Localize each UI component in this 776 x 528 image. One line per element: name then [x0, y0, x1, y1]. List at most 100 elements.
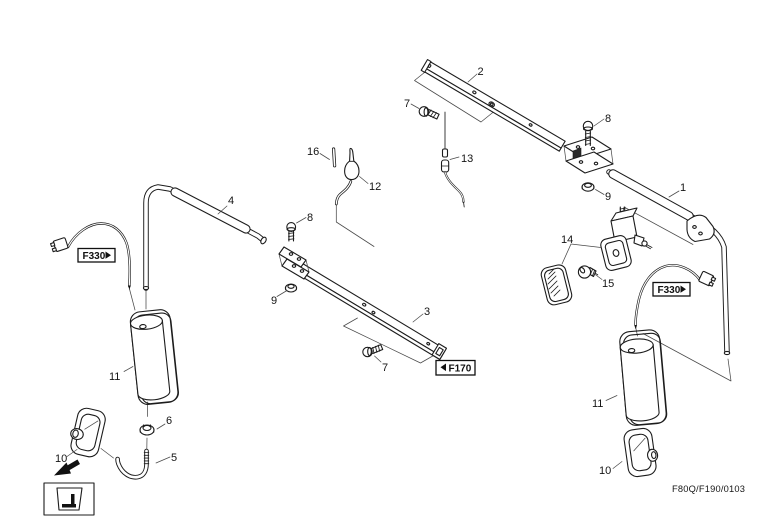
- callout-7-top: 7: [404, 98, 410, 110]
- nut6-top: [142, 424, 152, 432]
- nut9b-top: [287, 283, 295, 289]
- bracket2-hole-3: [578, 160, 584, 164]
- f330-left-label: F330: [83, 251, 106, 262]
- right-connector-tab-1: [710, 276, 717, 282]
- part-12-wire-grommet: [334, 147, 360, 206]
- left-wire-connector: [50, 237, 69, 253]
- rail2-end-cap: [420, 59, 432, 73]
- seat-location-icon: [56, 487, 83, 511]
- right-wire-connector: [698, 270, 717, 287]
- part-4-handle-tube: [142, 184, 267, 291]
- holder-hole: [612, 249, 620, 257]
- drawing-code: F80Q/F190/0103: [672, 484, 745, 494]
- tube4-outline: [143, 184, 266, 291]
- bracket3-hole-1: [288, 252, 294, 256]
- tube4-core: [144, 185, 265, 290]
- tube4-open-end: [260, 236, 267, 245]
- rail3-hole-2: [371, 310, 376, 315]
- nut-9-mid: [284, 283, 298, 293]
- seat-back: [71, 494, 75, 505]
- rail2-end-bracket: [563, 136, 614, 174]
- lens-outer: [540, 264, 573, 306]
- screw7b-head-rim: [367, 346, 372, 357]
- holder-outer: [600, 235, 632, 271]
- part-15-bulb: [577, 265, 599, 279]
- callout-9-top: 9: [605, 191, 611, 203]
- callout-10-left: 10: [55, 453, 67, 465]
- nut9a-sides: [581, 186, 595, 190]
- lens-hatching: [547, 268, 561, 297]
- callout-7-mid: 7: [382, 362, 388, 374]
- screw8a-head-rim: [582, 126, 594, 131]
- tube1-bracket-hole-2: [698, 231, 703, 236]
- triangle-left-icon: [440, 363, 446, 372]
- rail2-hole-2-inner: [489, 102, 494, 106]
- bracket2-lower-plate: [565, 151, 614, 174]
- left-bezel-face-line: [84, 420, 99, 430]
- housing-side-screw-tail: [645, 244, 653, 250]
- callout-14: 14: [561, 234, 573, 246]
- rail3-end-hole: [435, 346, 444, 357]
- part-10-bezel-left: [70, 407, 106, 458]
- left-cyl-body: [129, 319, 171, 401]
- bracket3-hole-2: [296, 257, 302, 261]
- leader-lines: [66, 73, 680, 469]
- left-cyl-hole: [139, 324, 147, 330]
- phantom-plane-upper: [414, 67, 497, 123]
- part-14-lens: [540, 264, 573, 306]
- bulb-highlight: [579, 266, 586, 274]
- f330-right-label: F330: [658, 285, 681, 296]
- cable13-wire: [443, 170, 465, 204]
- right-bezel-face-line: [633, 437, 646, 452]
- part-14-lamp-assembly: [540, 206, 653, 306]
- screw-7-top: [418, 106, 440, 120]
- rail3-hole-1: [362, 302, 367, 307]
- wire-right-arrow-tip: [634, 325, 637, 330]
- callout-2: 2: [478, 66, 484, 78]
- housing-side-screw: [641, 240, 648, 247]
- bracket2-hole-1: [575, 145, 581, 149]
- hook5-outline: [115, 448, 149, 480]
- pin16-core: [332, 148, 336, 167]
- callout-6: 6: [166, 415, 172, 427]
- left-connector-tab-2: [51, 247, 58, 253]
- wire-left-core: [67, 222, 131, 287]
- tube4-bottom-end: [142, 285, 150, 291]
- wire-right-core: [634, 264, 701, 326]
- holder-inner: [604, 239, 628, 267]
- triangle-right-icon: [105, 251, 111, 259]
- callout-15: 15: [602, 278, 614, 290]
- part-3-middle-rail: [293, 261, 448, 361]
- wire-left-arrow-tip: [128, 285, 131, 290]
- bracket2-hole-4: [593, 161, 599, 166]
- callout-8-mid: 8: [307, 212, 313, 224]
- screw7b-threads: [372, 344, 381, 354]
- rail3-end-bracket: [278, 246, 310, 280]
- down-left-arrow-icon: [54, 462, 71, 476]
- part-1-handle-tube: [606, 169, 731, 356]
- rail2-hole-2: [488, 101, 495, 108]
- part-5-hook: [115, 448, 150, 480]
- right-f330-wire: [634, 264, 717, 330]
- callout-13: 13: [461, 153, 473, 165]
- screw8a-head: [582, 120, 594, 132]
- part-6-nut: [139, 424, 155, 436]
- left-connector-body: [52, 237, 69, 252]
- screw-7-mid: [362, 344, 384, 358]
- tube1-open-end: [723, 350, 731, 356]
- right-cyl-hole: [627, 347, 636, 354]
- lens-inner: [544, 267, 569, 303]
- callout-9-mid: 9: [271, 295, 277, 307]
- right-bezel-knob-inner: [650, 451, 657, 460]
- seat-outline: [56, 487, 83, 511]
- part-11-cylinder-right: [619, 329, 668, 426]
- phantom-leader-wire12: [335, 203, 375, 247]
- callout-16: 16: [307, 146, 319, 158]
- callout-leader-lines: [66, 73, 680, 469]
- ref-box-f170: F170: [435, 359, 476, 376]
- phantom-lines-bottom-right: [642, 333, 732, 382]
- part-10-bezel-right: [623, 427, 659, 478]
- screw-8-top: [582, 120, 594, 147]
